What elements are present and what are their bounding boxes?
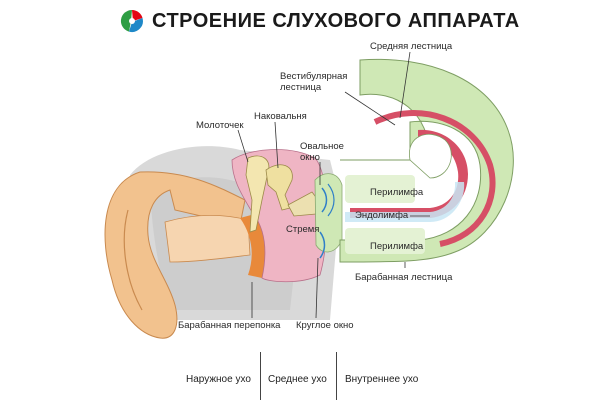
leader-scala-media <box>399 51 411 119</box>
ear-anatomy-diagram: Средняя лестница Вестибулярная лестница … <box>104 41 514 339</box>
region-divider <box>336 352 337 400</box>
label-oval-window-1: Овальное <box>300 141 344 152</box>
region-footer: Наружное ухо Среднее ухо Внутреннее ухо <box>0 352 600 400</box>
label-round-window: Круглое окно <box>296 320 354 331</box>
tricolor-swirl-logo-icon <box>120 9 143 32</box>
oval-window-wave <box>321 187 328 213</box>
label-scala-media: Средняя лестница <box>370 41 453 52</box>
leader-round-window <box>315 257 319 319</box>
leader-malleus <box>237 129 249 163</box>
label-incus: Наковальня <box>254 111 307 122</box>
oval-window-wave-2 <box>327 183 335 217</box>
page-title: СТРОЕНИЕ СЛУХОВОГО АППАРАТА <box>152 9 520 32</box>
perilymph-upper-band <box>345 175 415 203</box>
eardrum-membrane <box>240 214 267 278</box>
label-endolymph: Эндолимфа <box>355 210 409 221</box>
round-window-wave <box>319 231 326 259</box>
label-perilymph-bottom: Перилимфа <box>370 241 424 252</box>
region-outer-ear: Наружное ухо <box>186 374 251 385</box>
label-scala-tympani: Барабанная лестница <box>355 272 453 283</box>
label-stapes: Стремя <box>286 224 319 235</box>
leader-scala-vestibuli <box>344 91 396 126</box>
label-malleus: Молоточек <box>196 120 244 131</box>
perilymph-lower-band <box>345 228 425 254</box>
label-scala-vestibuli-2: лестница <box>280 82 322 93</box>
label-eardrum: Барабанная перепонка <box>178 320 281 331</box>
title-bar: СТРОЕНИЕ СЛУХОВОГО АППАРАТА <box>120 6 520 36</box>
endolymph-channel <box>345 182 465 222</box>
region-middle-ear: Среднее ухо <box>268 374 327 385</box>
label-perilymph-top: Перилимфа <box>370 187 424 198</box>
leader-incus <box>274 121 279 169</box>
auricle-fold <box>123 209 143 311</box>
scala-media-upper <box>373 110 496 247</box>
label-oval-window-2: окно <box>300 152 320 163</box>
region-inner-ear: Внутреннее ухо <box>345 374 419 385</box>
label-scala-vestibuli-1: Вестибулярная <box>280 71 347 82</box>
incus-bone <box>265 164 293 211</box>
region-divider <box>260 352 261 400</box>
ear-canal <box>164 214 251 263</box>
scala-media <box>350 129 468 218</box>
cochlea-outer <box>339 58 514 263</box>
cochlea-inner-curl <box>408 133 452 179</box>
